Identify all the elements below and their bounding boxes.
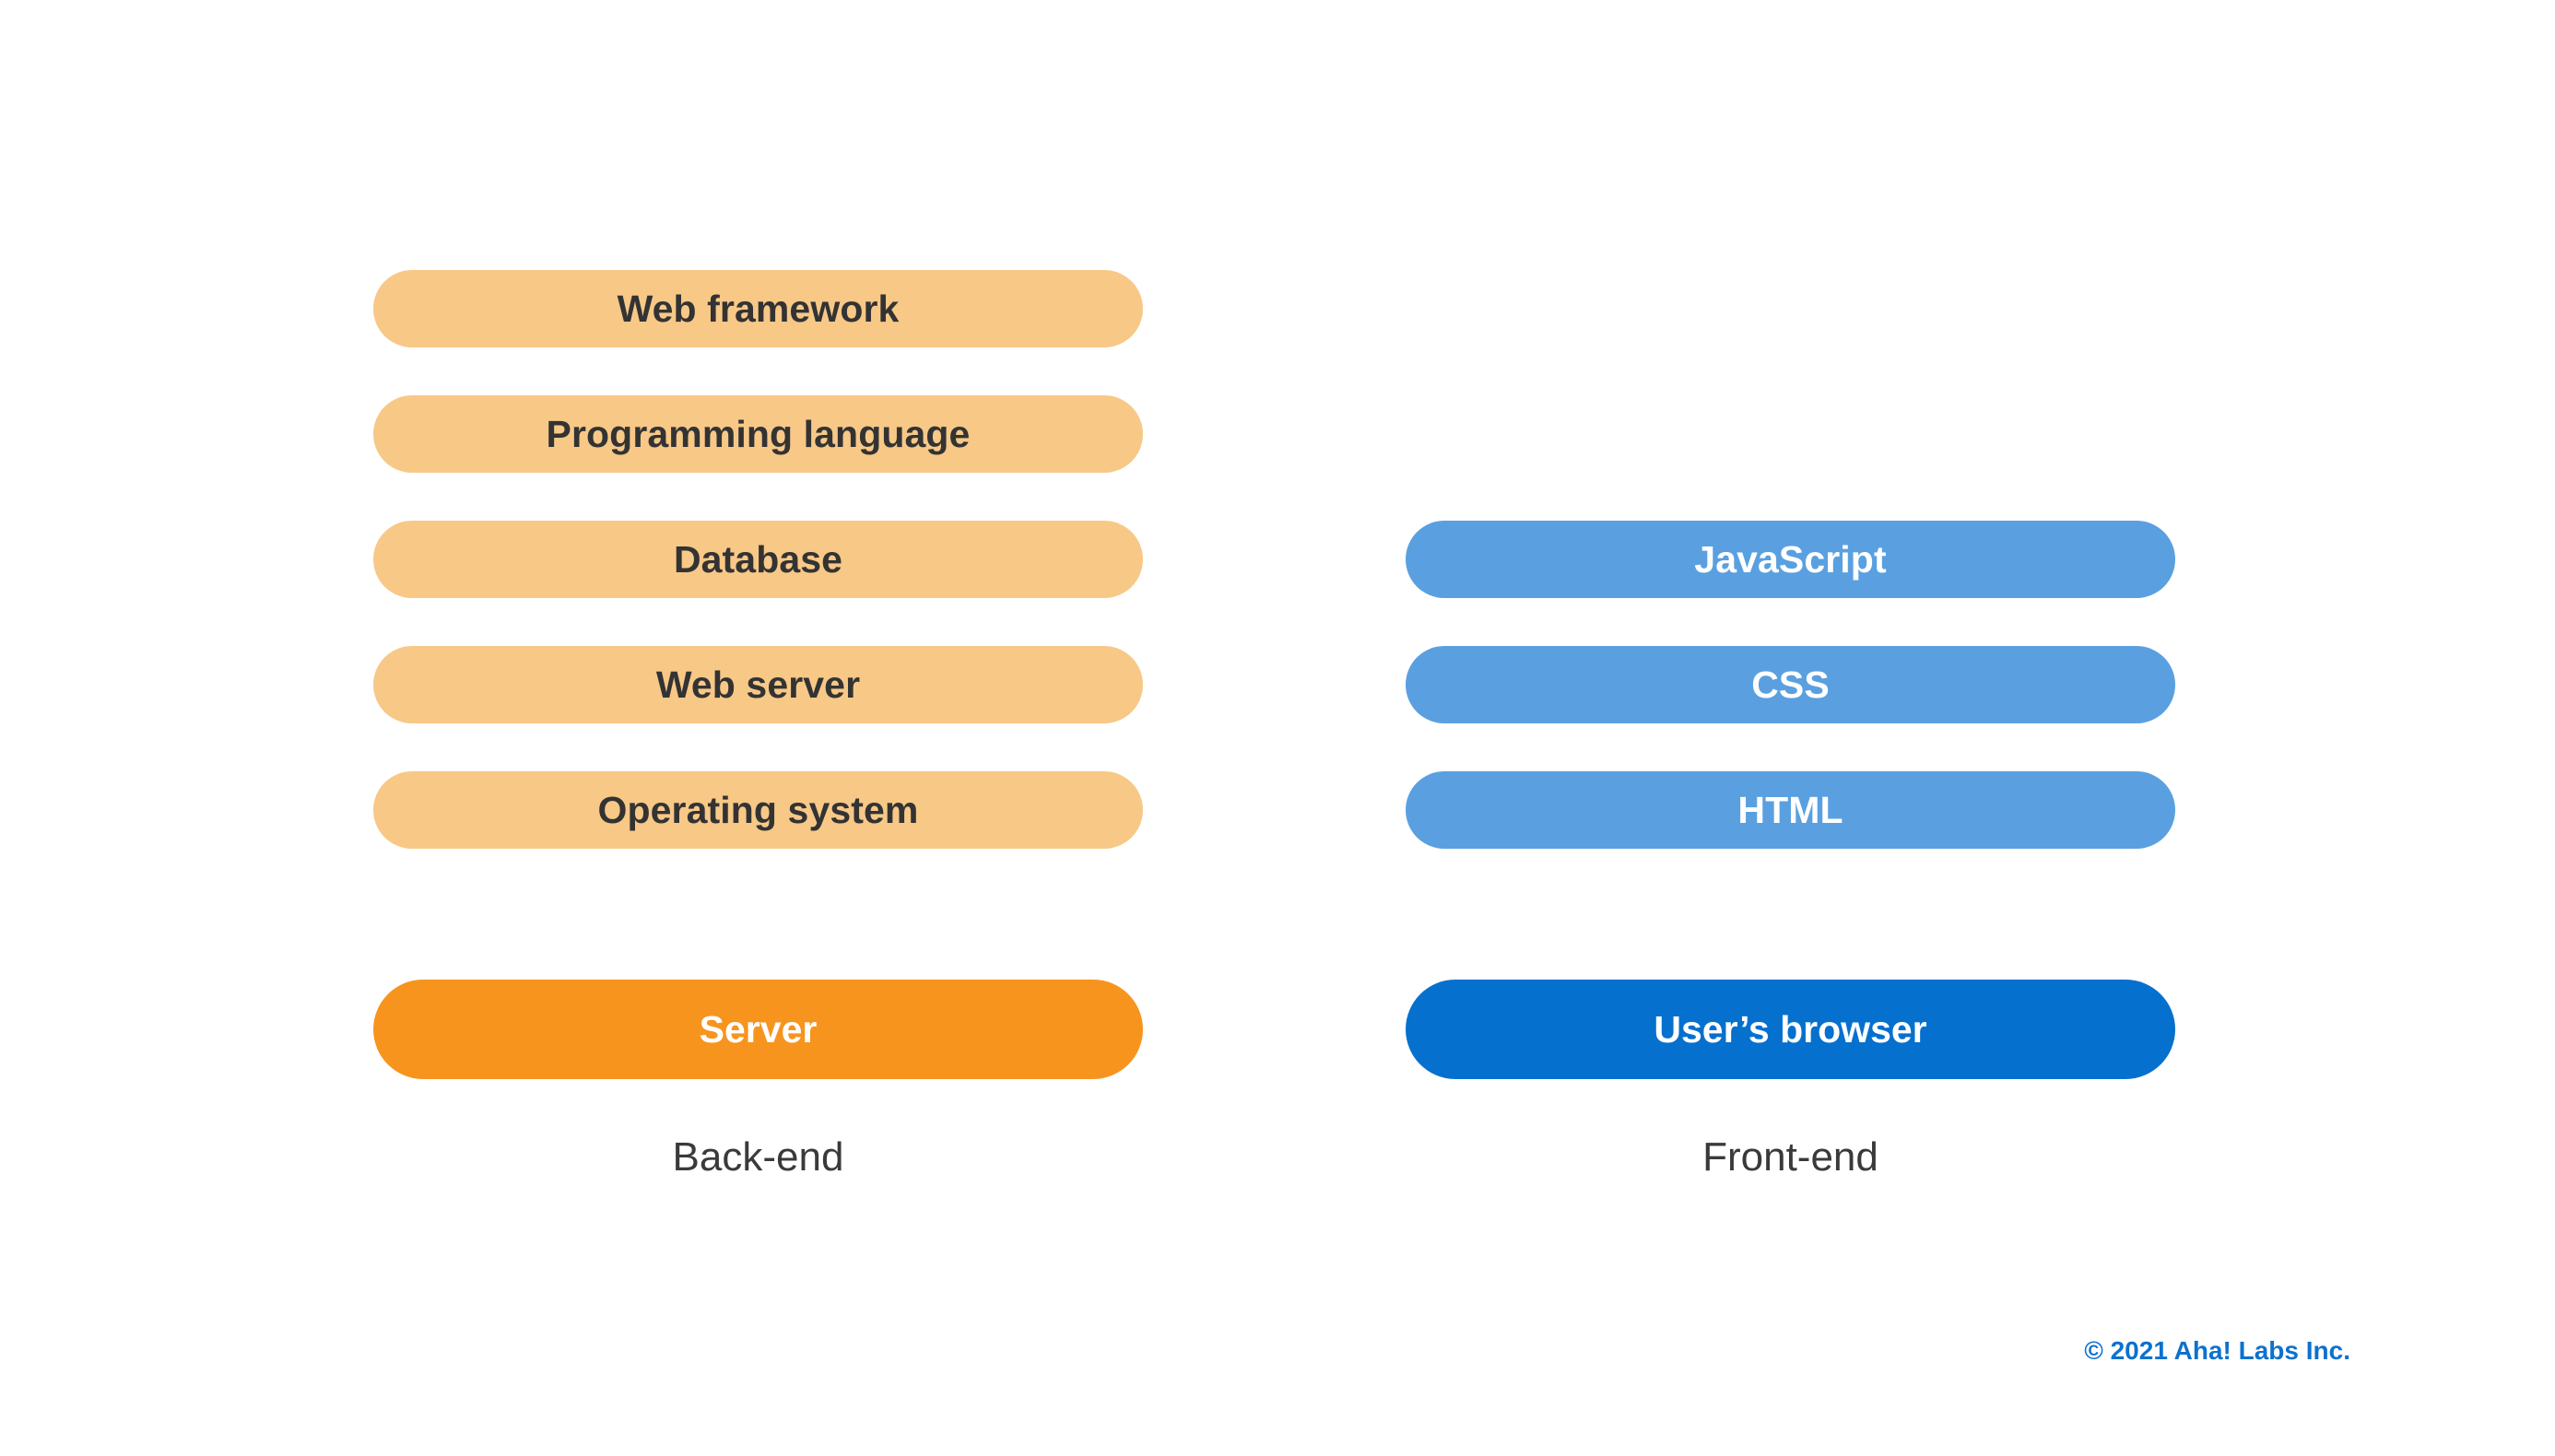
- backend-layer-programming-language[interactable]: Programming language: [373, 395, 1143, 473]
- backend-layer-database[interactable]: Database: [373, 521, 1143, 598]
- frontend-layer-label: JavaScript: [1694, 537, 1887, 581]
- frontend-caption: Front-end: [1702, 1134, 1878, 1180]
- backend-base-bar-server[interactable]: Server: [373, 980, 1143, 1079]
- backend-layer-label: Operating system: [597, 788, 919, 831]
- backend-layer-web-framework[interactable]: Web framework: [373, 270, 1143, 347]
- frontend-layer-label: HTML: [1737, 788, 1843, 831]
- backend-caption: Back-end: [672, 1134, 844, 1180]
- copyright-notice: © 2021 Aha! Labs Inc.: [2084, 1336, 2350, 1365]
- frontend-layer-css[interactable]: CSS: [1406, 646, 2175, 723]
- backend-layer-label: Programming language: [546, 412, 971, 455]
- backend-layer-label: Database: [673, 537, 843, 581]
- frontend-layer-label: CSS: [1751, 663, 1830, 706]
- backend-layer-label: Web server: [655, 663, 861, 706]
- frontend-base-label: User’s browser: [1654, 1007, 1927, 1051]
- backend-layer-web-server[interactable]: Web server: [373, 646, 1143, 723]
- frontend-layer-javascript[interactable]: JavaScript: [1406, 521, 2175, 598]
- frontend-base-bar-users-browser[interactable]: User’s browser: [1406, 980, 2175, 1079]
- frontend-layer-html[interactable]: HTML: [1406, 771, 2175, 849]
- backend-layer-operating-system[interactable]: Operating system: [373, 771, 1143, 849]
- backend-base-label: Server: [699, 1007, 818, 1051]
- backend-layer-label: Web framework: [617, 287, 900, 330]
